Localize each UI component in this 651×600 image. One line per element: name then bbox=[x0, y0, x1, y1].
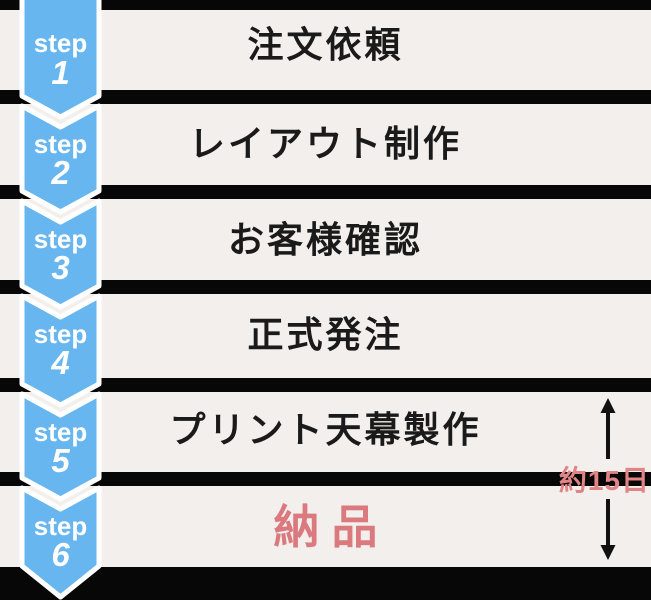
chevron-shape bbox=[19, 391, 102, 502]
divider-bar bbox=[0, 472, 651, 486]
divider-bar bbox=[0, 185, 651, 199]
step-5-title: プリント天幕製作 bbox=[169, 409, 482, 450]
step-number: 6 bbox=[51, 536, 70, 573]
divider-bar bbox=[0, 90, 651, 104]
divider-bar bbox=[0, 0, 651, 10]
step-word: step bbox=[34, 417, 87, 447]
arrow-up-icon bbox=[600, 398, 616, 459]
step-number: 1 bbox=[51, 54, 69, 91]
step-1-badge: step 1 bbox=[19, 0, 102, 120]
divider-bar bbox=[0, 567, 651, 600]
chevron-shape bbox=[19, 0, 102, 120]
step-word: step bbox=[34, 129, 87, 159]
step-3-title: お客様確認 bbox=[227, 219, 423, 260]
step-5-badge: step 5 bbox=[19, 391, 102, 502]
step-2-badge: step 2 bbox=[19, 103, 102, 215]
divider-bar bbox=[0, 378, 651, 392]
step-4-title: 正式発注 bbox=[247, 314, 404, 355]
step-word: step bbox=[34, 28, 87, 58]
chevron-shape bbox=[19, 293, 102, 408]
step-number: 4 bbox=[50, 344, 69, 381]
arrow-down-icon bbox=[600, 499, 616, 560]
step-4-badge: step 4 bbox=[19, 293, 102, 408]
step-number: 2 bbox=[50, 154, 70, 191]
step-word: step bbox=[34, 511, 87, 541]
step-ribbon: step 1 step 2 step 3 step 4 step 5 step … bbox=[19, 0, 102, 600]
step-number: 3 bbox=[51, 249, 69, 286]
step-6-badge: step 6 bbox=[19, 485, 102, 600]
step-3-badge: step 3 bbox=[19, 198, 102, 310]
step-1-title: 注文依頼 bbox=[247, 24, 404, 65]
step-word: step bbox=[34, 319, 87, 349]
step-number: 5 bbox=[51, 442, 70, 479]
chevron-shape bbox=[19, 485, 102, 600]
chevron-shape bbox=[19, 198, 102, 310]
chevron-shape bbox=[19, 103, 102, 215]
step-2-title: レイアウト制作 bbox=[188, 123, 462, 164]
step-6-delivery-title: 納品 bbox=[273, 501, 390, 553]
divider-bar bbox=[0, 280, 651, 294]
step-word: step bbox=[34, 224, 87, 254]
duration-label: 約15日 bbox=[558, 465, 650, 496]
